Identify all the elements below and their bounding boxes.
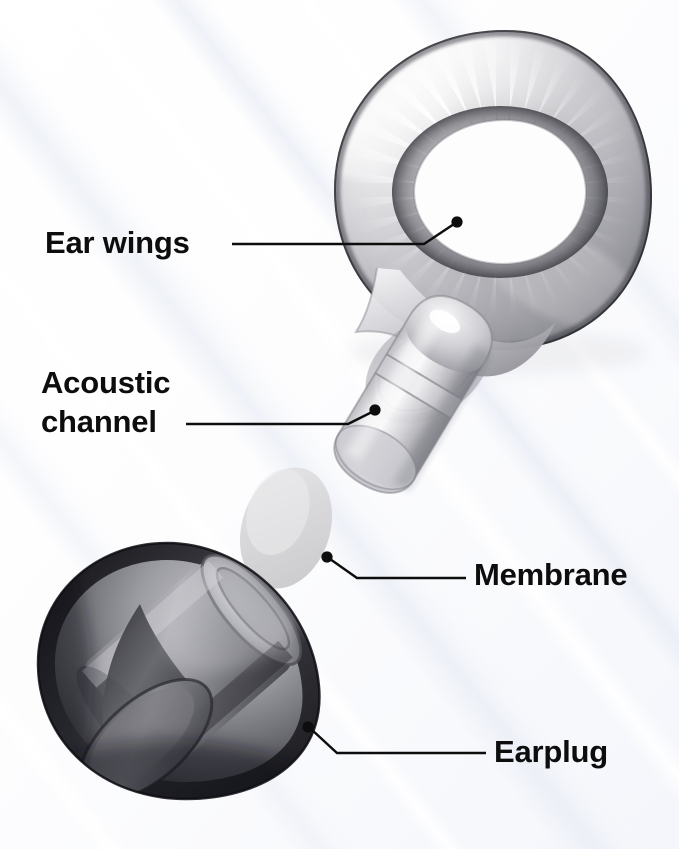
label-earplug[interactable]: Earplug — [302, 721, 608, 769]
part-acoustic-channel — [333, 294, 493, 494]
part-membrane — [239, 467, 333, 589]
label-text-acoustic-channel-line1: Acoustic — [41, 365, 170, 400]
part-earplug — [36, 541, 321, 801]
acoustic-channel-cap — [406, 295, 492, 373]
leader-dot-membrane — [321, 551, 333, 563]
ear-wings-highlight — [334, 30, 592, 180]
label-ear-wings[interactable]: Ear wings — [45, 216, 463, 260]
leader-line-acoustic-channel — [186, 410, 373, 426]
label-text-ear-wings: Ear wings — [45, 225, 190, 260]
leader-line-ear-wings — [232, 223, 455, 246]
leader-line-earplug — [310, 728, 486, 755]
leader-dot-ear-wings — [451, 216, 463, 228]
leader-line-membrane — [329, 558, 466, 580]
ear-wings-hole — [414, 120, 586, 264]
leader-dot-earplug — [302, 721, 314, 733]
label-text-acoustic-channel-line2: channel — [41, 404, 157, 439]
label-text-membrane: Membrane — [474, 557, 627, 592]
earplug-outline — [36, 541, 321, 801]
label-acoustic-channel[interactable]: Acoustic channel — [41, 365, 381, 439]
acoustic-channel-specular — [429, 309, 461, 334]
label-membrane[interactable]: Membrane — [321, 551, 628, 592]
label-text-earplug: Earplug — [494, 734, 608, 769]
leader-dot-acoustic-channel — [369, 404, 381, 416]
